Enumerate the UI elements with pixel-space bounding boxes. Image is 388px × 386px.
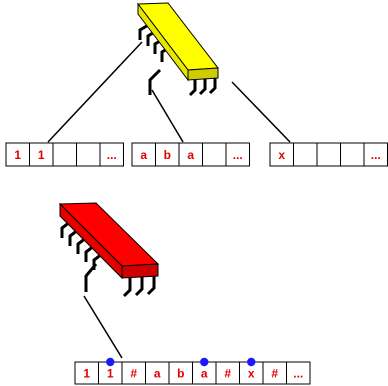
tape-symbol: 1 (38, 148, 45, 162)
red-chip-head-line (84, 296, 122, 358)
tape-symbol: a (201, 367, 208, 381)
tape-symbol: b (164, 148, 171, 162)
tape-cell: 1 (30, 143, 54, 166)
yellow-chip-icon (138, 3, 218, 95)
tape-symbol: # (130, 367, 137, 381)
tape-cell: ... (287, 362, 311, 384)
tape-cell: 1 (75, 362, 99, 384)
top-tape-1: 1 1... (6, 143, 124, 166)
tape-symbol: b (177, 367, 184, 381)
tape-cell: a (146, 362, 170, 384)
tape-symbol: 1 (107, 367, 114, 381)
tape-cell: # (122, 362, 146, 384)
tape-cell: 1 (6, 143, 30, 166)
tape-symbol: ... (371, 148, 381, 162)
bottom-tape: 1 1 # a b a # x #... (75, 358, 310, 384)
tape-symbol: 1 (83, 367, 90, 381)
tape-symbol: a (140, 148, 147, 162)
tape-cell (203, 143, 227, 166)
tape-cell (317, 143, 341, 166)
tape-cell (341, 143, 365, 166)
tape-symbol: a (187, 148, 194, 162)
tape-cell (77, 143, 101, 166)
tape-cell: ... (100, 143, 124, 166)
tape-symbol: x (278, 148, 285, 162)
top-tape-2: a b a... (132, 143, 250, 166)
top-tape-3: x... (270, 143, 388, 166)
tape-cell: b (169, 362, 193, 384)
tape-symbol: ... (293, 367, 303, 381)
tape-cell: # (216, 362, 240, 384)
tape-symbol: a (154, 367, 161, 381)
tape-symbol: # (271, 367, 278, 381)
tape-cell: # (263, 362, 287, 384)
tape-cell: x (270, 143, 294, 166)
tape-symbol: ... (233, 148, 243, 162)
tape-cell: ... (226, 143, 250, 166)
red-chip-icon (60, 203, 158, 296)
tape-cell: b (156, 143, 180, 166)
tape-symbol: ... (107, 148, 117, 162)
head-marker-icon (106, 358, 114, 366)
tape-cell: a (132, 143, 156, 166)
tape-symbol: # (224, 367, 231, 381)
head-marker-icon (200, 358, 208, 366)
tape-cell (294, 143, 318, 166)
tape-symbol: 1 (14, 148, 21, 162)
tape-cell (53, 143, 77, 166)
tape-cell: a (179, 143, 203, 166)
head-marker-icon (247, 358, 255, 366)
tape-symbol: x (248, 367, 255, 381)
tape-cell: ... (364, 143, 388, 166)
yellow-chip-head-lines (48, 42, 290, 142)
